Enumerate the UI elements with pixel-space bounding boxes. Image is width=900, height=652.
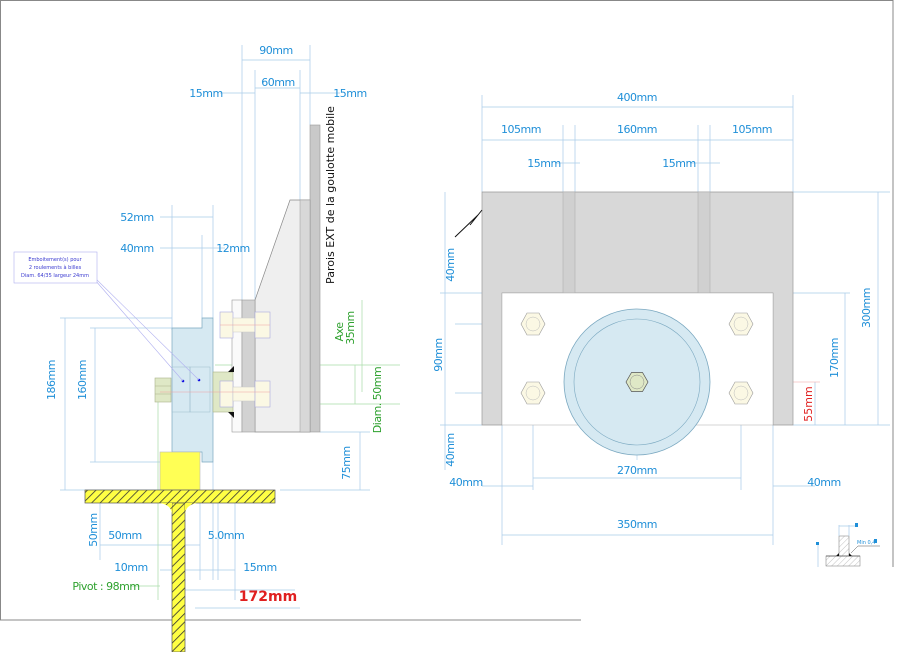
weld-label: Min 0,4 (857, 540, 875, 546)
dim-90mm: 90mm (259, 44, 292, 57)
dim-105mm-left: 105mm (501, 123, 541, 136)
dim-400mm: 400mm (617, 91, 657, 104)
bearing-note: Emboitement(s) pour 2 roulements à bille… (13, 251, 200, 382)
dim-90mm: 90mm (432, 338, 445, 371)
dim-350mm: 350mm (617, 518, 657, 531)
dim-15mm-left: 15mm (527, 157, 560, 170)
weld-detail: Min 0,4 (816, 523, 880, 567)
dim-160mm: 160mm (617, 123, 657, 136)
goulotte-wall (309, 124, 321, 433)
dim-10mm: 10mm (114, 561, 147, 574)
dim-40mm-right: 40mm (807, 476, 840, 489)
dim-15mm-left: 15mm (189, 87, 222, 100)
axe-value: 35mm (344, 311, 357, 344)
dim-50mm: 50mm (108, 529, 141, 542)
weld-mark (228, 412, 234, 418)
dim-40mm-left: 40mm (449, 476, 482, 489)
break-line-icon (454, 209, 483, 238)
bolt-head (520, 381, 546, 405)
bearing-seat (189, 366, 211, 413)
support-block (159, 451, 201, 491)
i-beam-flange (84, 489, 276, 504)
bolt-head (728, 312, 754, 336)
dim-75mm: 75mm (340, 446, 353, 479)
bearing-housing (171, 317, 214, 463)
dim-105mm-right: 105mm (732, 123, 772, 136)
dim-15mm-bottom: 15mm (243, 561, 276, 574)
dim-270mm: 270mm (617, 464, 657, 477)
rib-right (697, 191, 711, 294)
dim-170mm: 170mm (828, 338, 841, 378)
left-dimension-lines (60, 45, 400, 609)
dim-50mm-vertical: 50mm (87, 513, 100, 546)
weld-mark (228, 366, 234, 372)
bolt-upper (219, 311, 271, 339)
dim-15mm-right: 15mm (662, 157, 695, 170)
total-width-label: 172mm (239, 589, 297, 605)
bolt-head (728, 381, 754, 405)
axe-label: Axe (333, 322, 346, 342)
dim-55mm: 55mm (802, 386, 815, 421)
left-view: Emboitement(s) pour 2 roulements à bille… (13, 44, 400, 652)
dim-186mm: 186mm (45, 360, 58, 400)
dim-40mm-top: 40mm (444, 248, 457, 281)
bolt-lower (160, 380, 271, 408)
bolt-head (520, 312, 546, 336)
page-frame (0, 0, 894, 621)
dim-60mm: 60mm (261, 76, 294, 89)
note-line-3: Diam. 64/35 largeur 24mm (21, 273, 89, 279)
axle-nut (154, 377, 172, 403)
note-line-2: 2 roulements à billes (29, 264, 82, 271)
dim-5mm: 5.0mm (208, 529, 244, 542)
wall-label: Parois EXT de la goulotte mobile (324, 106, 337, 284)
i-beam-web (171, 502, 186, 652)
note-line-1: Emboitement(s) pour (28, 257, 82, 263)
wall-strip (299, 199, 311, 433)
bearing-inner-ring (573, 318, 701, 446)
dim-40mm-bottom: 40mm (444, 433, 457, 466)
diam-label: Diam. 50mm (371, 367, 384, 433)
dim-300mm: 300mm (860, 288, 873, 328)
dim-12mm: 12mm (216, 242, 249, 255)
dim-52mm: 52mm (120, 211, 153, 224)
dim-40mm: 40mm (120, 242, 153, 255)
dim-15mm-right: 15mm (333, 87, 366, 100)
bolt-heads (520, 312, 754, 405)
dim-160mm: 160mm (76, 360, 89, 400)
axle-nut-hex (625, 372, 649, 392)
rib-left (562, 191, 576, 294)
right-view: 400mm 105mm 160mm 105mm 15mm 15mm 40mm 9… (432, 91, 890, 545)
pivot-label: Pivot : 98mm (72, 580, 139, 593)
